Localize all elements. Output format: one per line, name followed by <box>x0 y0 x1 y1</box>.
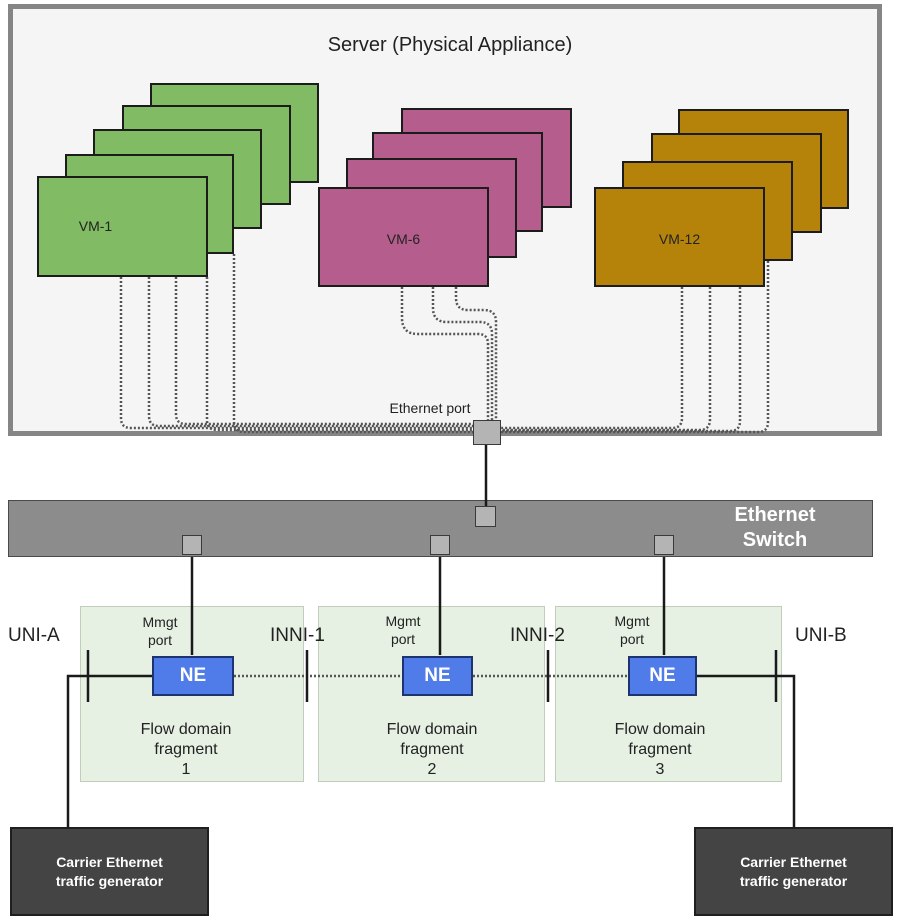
switch-port-2 <box>430 535 450 555</box>
ne-node-2: NE <box>402 656 473 696</box>
vm-label: VM-6 <box>386 231 421 247</box>
mgmt-port-label-line1: Mmgt <box>142 614 178 630</box>
generator-label-line1: Carrier Ethernet <box>740 853 847 870</box>
fragment-label-line1: Flow domain <box>140 721 232 738</box>
fragment-label-line1: Flow domain <box>614 721 706 738</box>
vm-box-front: VM-12 <box>594 187 765 287</box>
switch-port-3 <box>654 535 674 555</box>
traffic-generator-right: Carrier Ethernet traffic generator <box>694 827 893 916</box>
switch-uplink-port <box>475 506 496 527</box>
fragment-label-2: Flow domain fragment 2 <box>342 720 522 780</box>
mgmt-port-label: Mmgt port <box>125 613 195 649</box>
fragment-label-line2: fragment <box>628 741 692 758</box>
mgmt-port-label-line2: port <box>619 631 645 647</box>
vm-label: VM-12 <box>658 231 701 247</box>
fragment-label-line2: fragment <box>154 741 218 758</box>
server-ethernet-port <box>473 420 501 445</box>
generator-label-line1: Carrier Ethernet <box>56 853 163 870</box>
fragment-label-1: Flow domain fragment 1 <box>96 720 276 780</box>
mgmt-port-label-line1: Mgmt <box>614 613 650 629</box>
mgmt-port-label-line1: Mgmt <box>385 613 421 629</box>
traffic-generator-left: Carrier Ethernet traffic generator <box>10 827 209 916</box>
ethernet-port-label: Ethernet port <box>389 400 471 416</box>
interface-uni-a: UNI-A <box>8 625 60 646</box>
switch-label-line2: Switch <box>742 529 808 551</box>
vm-box-front: VM-1 <box>37 176 208 277</box>
mgmt-port-label: Mgmt port <box>368 612 438 648</box>
vm-label: VM-1 <box>78 218 113 234</box>
generator-label-line2: traffic generator <box>739 872 848 889</box>
switch-label-line1: Ethernet <box>734 504 816 526</box>
fragment-number: 3 <box>655 761 665 778</box>
generator-label-line2: traffic generator <box>55 872 164 889</box>
fragment-label-line1: Flow domain <box>386 721 478 738</box>
fragment-label-line2: fragment <box>400 741 464 758</box>
switch-label: Ethernet Switch <box>700 503 850 553</box>
mgmt-port-label: Mgmt port <box>597 612 667 648</box>
interface-inni-2: INNI-2 <box>510 625 565 646</box>
fragment-number: 2 <box>427 761 437 778</box>
ne-node-3: NE <box>628 656 697 696</box>
switch-port-1 <box>182 535 202 555</box>
interface-uni-b: UNI-B <box>795 625 847 646</box>
fragment-number: 1 <box>181 761 191 778</box>
interface-inni-1: INNI-1 <box>270 625 325 646</box>
server-title: Server (Physical Appliance) <box>327 34 573 56</box>
ne-node-1: NE <box>152 656 234 696</box>
mgmt-port-label-line2: port <box>147 632 173 648</box>
mgmt-port-label-line2: port <box>390 631 416 647</box>
vm-box-front: VM-6 <box>318 187 489 287</box>
fragment-label-3: Flow domain fragment 3 <box>570 720 750 780</box>
